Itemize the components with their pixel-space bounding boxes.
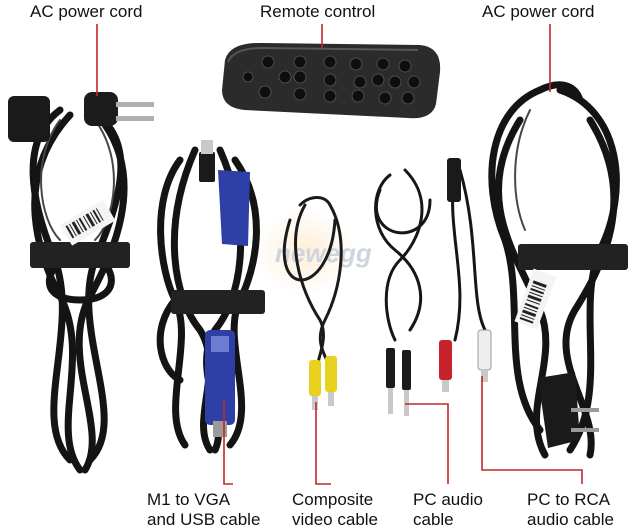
label-composite-line2: video cable [292, 510, 379, 529]
pc-audio-cable [374, 168, 432, 342]
remote-control-icon [222, 42, 441, 119]
label-pc-audio-line2: cable [413, 510, 454, 529]
label-pc-rca-cable: PC to RCA audio cable [527, 490, 614, 530]
leader-line-pc-rca [481, 376, 583, 484]
label-remote-control: Remote control [260, 2, 376, 21]
label-m1-vga-line1: M1 to VGA [147, 490, 231, 509]
label-composite-cable: Composite video cable [292, 490, 378, 530]
velcro-strap-m1 [171, 290, 265, 314]
label-ac-power-cord-left: AC power cord [30, 2, 143, 21]
newegg-watermark: newegg [255, 210, 372, 294]
label-ac-power-cord-right: AC power cord [482, 2, 595, 21]
leader-lines [96, 24, 583, 485]
label-tag-left [60, 199, 116, 246]
label-composite-line1: Composite [292, 490, 374, 509]
leader-line-composite [315, 402, 331, 485]
audio-jack-icon [447, 158, 461, 202]
leader-line-pc-audio [405, 403, 449, 484]
leader-line-m1-vga [223, 400, 233, 485]
velcro-strap-right [518, 244, 628, 270]
label-pc-audio-cable: PC audio cable [413, 490, 483, 530]
label-pc-rca-line1: PC to RCA [527, 490, 611, 509]
vga-connector-icon [205, 170, 250, 437]
composite-video-cable [282, 196, 343, 372]
label-m1-vga-cable: M1 to VGA and USB cable [147, 490, 260, 530]
label-tag-right [514, 268, 557, 330]
ac-power-cord-left [29, 106, 128, 474]
audio-jack-icon [386, 348, 411, 416]
label-pc-audio-line1: PC audio [413, 490, 483, 509]
rca-plug-icon [309, 356, 337, 410]
label-m1-vga-line2: and USB cable [147, 510, 261, 529]
velcro-strap-left [30, 242, 130, 268]
usb-connector-icon [199, 140, 215, 182]
label-pc-rca-line2: audio cable [527, 510, 614, 529]
power-plug-icon [8, 92, 154, 142]
power-plug-icon [538, 372, 599, 448]
rca-plug-icon [439, 329, 492, 392]
